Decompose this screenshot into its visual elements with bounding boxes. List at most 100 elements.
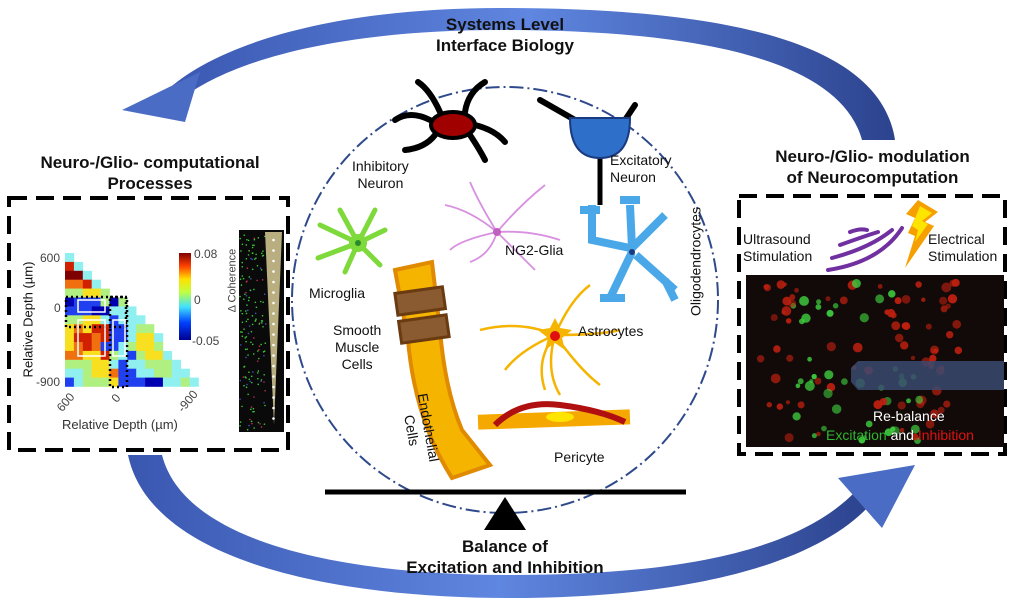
smooth-muscle-endothelial-icon xyxy=(392,259,494,481)
probe-site xyxy=(272,406,275,410)
heatmap-cell xyxy=(65,297,75,307)
histology-dot xyxy=(259,267,262,269)
excitatory-cell-dot xyxy=(798,318,805,325)
histology-dot xyxy=(251,323,254,326)
excitatory-cell-dot xyxy=(807,356,812,362)
heatmap-cell xyxy=(180,377,190,387)
histology-dot xyxy=(258,348,260,351)
inhibitory-line1: Inhibitory xyxy=(352,158,409,174)
histology-dot xyxy=(245,320,248,323)
heatmap-cell xyxy=(136,342,146,352)
histology-dot xyxy=(255,257,257,260)
right-panel-frame xyxy=(737,194,1007,456)
histology-dot xyxy=(241,405,243,408)
electrical-stimulation-label: Electrical Stimulation xyxy=(928,231,997,265)
heatmap-cell xyxy=(127,359,137,369)
heatmap-cell xyxy=(154,359,164,369)
inhibitory-cell-dot xyxy=(784,433,794,443)
histology-dot xyxy=(250,330,253,333)
histology-dot xyxy=(250,408,252,411)
inhibitory-cell-dot xyxy=(946,331,954,339)
probe-site xyxy=(272,417,275,420)
center-title-line1: Systems Level xyxy=(445,15,565,34)
inhibitory-cell-dot xyxy=(897,401,906,410)
inhibitory-cell-dot xyxy=(879,398,888,406)
histology-dot xyxy=(263,374,265,376)
inhibitory-cell-dot xyxy=(952,319,962,329)
heatmap-cell xyxy=(136,368,146,378)
pericyte-icon xyxy=(477,401,631,430)
histology-dot xyxy=(262,325,264,328)
excitatory-cell-dot xyxy=(888,290,896,298)
excitatory-cell-dot xyxy=(831,404,842,414)
probe-site xyxy=(272,385,275,389)
inhibitory-cell-dot xyxy=(899,427,905,433)
right-title-line2: of Neurocomputation xyxy=(786,168,959,187)
excitatory-cell-dot xyxy=(875,294,885,304)
histology-dot xyxy=(248,325,251,327)
heatmap-cell xyxy=(127,306,137,316)
histology-dot xyxy=(244,293,246,296)
inhibitory-cell-dot xyxy=(776,403,784,410)
heatmap-cell xyxy=(136,359,146,369)
bottom-title-line1: Balance of xyxy=(462,537,548,556)
histology-dot xyxy=(264,404,266,407)
heatmap-cell xyxy=(136,377,146,387)
histology-dot xyxy=(239,295,241,298)
inhibitory-cell-dot xyxy=(816,431,821,437)
heatmap-cell xyxy=(118,297,128,307)
fluorescence-image xyxy=(746,275,1004,447)
smooth-line1: Smooth xyxy=(333,322,382,338)
heatmap-cell xyxy=(73,279,84,289)
histology-dot xyxy=(263,381,265,383)
histology-dot xyxy=(245,291,247,294)
histology-dot xyxy=(245,335,248,338)
bottom-title-line2: Excitation and Inhibition xyxy=(406,558,604,577)
lightning-icon xyxy=(905,200,938,268)
y-tick-minus-900: -900 xyxy=(36,375,61,389)
histology-dot xyxy=(255,318,257,320)
heatmap-cell xyxy=(91,297,101,307)
histology-dot xyxy=(244,376,247,378)
histology-dot xyxy=(245,310,247,312)
heatmap-cell xyxy=(109,306,119,316)
histology-dot xyxy=(257,377,259,380)
histology-dot xyxy=(249,418,251,421)
histology-dot xyxy=(249,380,251,383)
excitatory-neuron-icon xyxy=(537,97,638,205)
histology-dot xyxy=(249,289,252,292)
heatmap-cell xyxy=(65,377,75,387)
heatmap-cell xyxy=(189,377,199,387)
heatmap-cell xyxy=(109,297,119,307)
histology-dot xyxy=(240,284,243,286)
heatmap-cell xyxy=(91,279,101,289)
histology-dot xyxy=(261,279,264,281)
histology-dot xyxy=(260,343,262,346)
histology-dot xyxy=(252,353,255,355)
histology-dot xyxy=(253,237,256,240)
probe-site xyxy=(272,343,275,347)
histology-dot xyxy=(252,410,254,413)
inhibitory-neuron-label: Inhibitory Neuron xyxy=(352,158,409,192)
inhibitory-cell-dot xyxy=(900,341,909,350)
heatmap-cell xyxy=(145,342,155,352)
oligodendrocyte-icon xyxy=(580,196,679,302)
histology-dot xyxy=(246,383,248,386)
histology-dot xyxy=(245,281,248,283)
inhibitory-cell-dot xyxy=(930,409,939,419)
heatmap-cell xyxy=(100,359,110,369)
histology-dot xyxy=(244,348,247,351)
histology-dot xyxy=(241,275,244,277)
heatmap-cell xyxy=(154,350,164,361)
probe-site xyxy=(272,322,275,326)
probe-site xyxy=(272,375,275,378)
inhibitory-cell-dot xyxy=(785,318,792,324)
histology-dot xyxy=(261,252,263,255)
inhibitory-cell-dot xyxy=(770,373,781,384)
histology-dot xyxy=(258,345,261,347)
heatmap-cell xyxy=(109,368,119,378)
histology-dot xyxy=(239,424,241,427)
histology-dot xyxy=(260,268,263,271)
excitatory-line1: Excitatory xyxy=(610,152,672,168)
heatmap-cell xyxy=(65,350,75,361)
